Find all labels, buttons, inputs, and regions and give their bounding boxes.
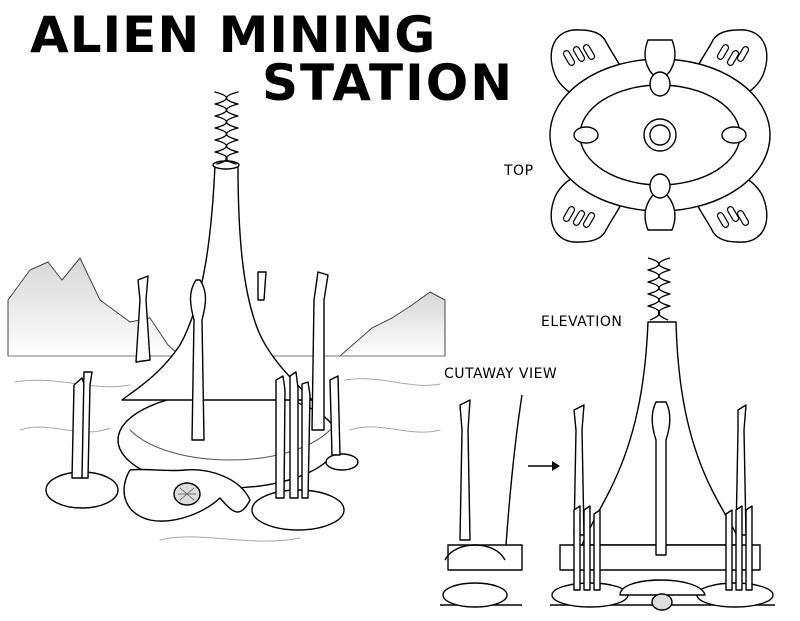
crystal-right (251, 371, 345, 531)
label-cutaway: CUTAWAY VIEW (444, 366, 558, 382)
spire-cap (212, 160, 240, 170)
title-line-2: STATION (262, 54, 515, 112)
cutaway-tower-edge (505, 394, 523, 546)
mountain-right (339, 291, 446, 357)
elevation-base (559, 544, 761, 571)
perspective-scene (7, 91, 446, 542)
elevation-pylon-center (651, 401, 671, 556)
elevation-view (550, 257, 775, 611)
cutaway-view (440, 394, 523, 608)
cutaway-pylon (459, 399, 471, 541)
pylon-right (311, 271, 329, 431)
title-line-1: ALIEN MINING (30, 6, 437, 64)
crystal-left (45, 371, 119, 509)
label-elevation: ELEVATION (541, 314, 623, 330)
label-top: TOP (504, 163, 534, 179)
spiral-antenna (214, 91, 239, 165)
horned-pod (123, 468, 251, 522)
arrow-icon (528, 461, 560, 471)
top-view-plan (549, 29, 771, 243)
pylon-left (135, 275, 151, 363)
pod-back-right (325, 453, 359, 471)
pylon-back-right (257, 271, 267, 301)
ground-mist (14, 378, 441, 542)
mountain-left (7, 257, 181, 357)
main-spire (121, 164, 313, 401)
pylon-front (189, 279, 207, 441)
